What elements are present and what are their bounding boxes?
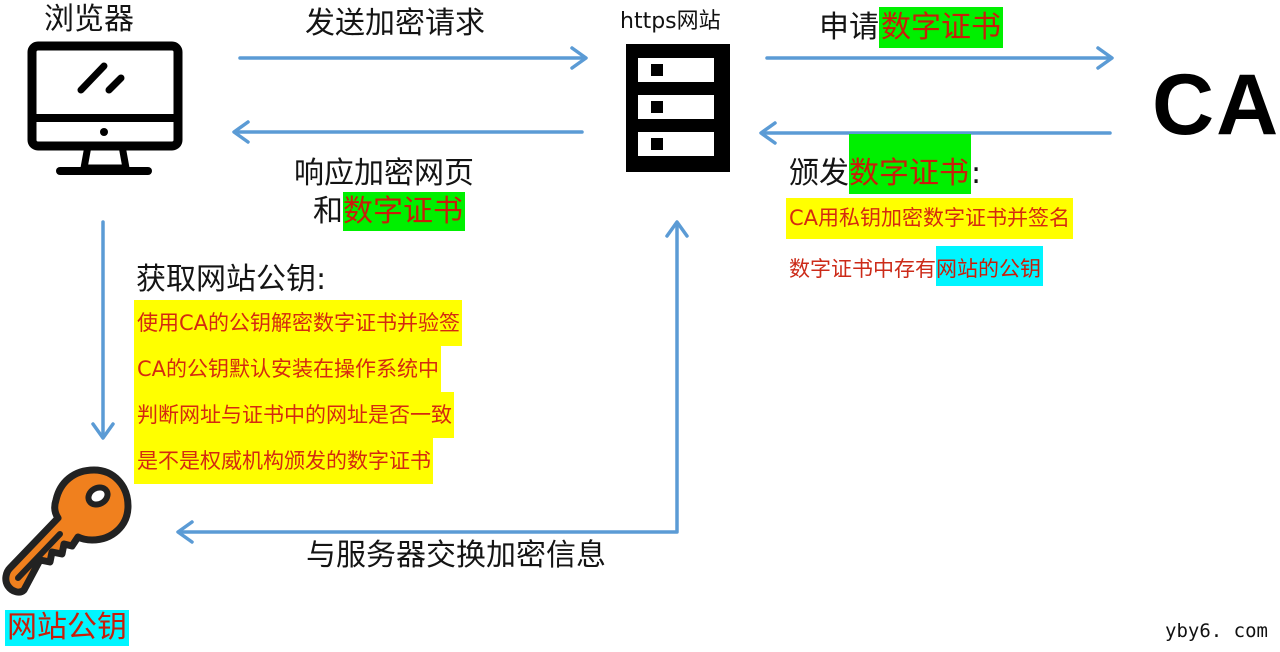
arrow-exchange <box>178 222 679 534</box>
get-key-title: 获取网站公钥: <box>136 262 327 297</box>
response-label-line2: 和数字证书 <box>313 192 465 231</box>
apply-prefix: 申请 <box>819 10 879 45</box>
exchange-label: 与服务器交换加密信息 <box>306 538 606 573</box>
ca-note-prefix: 数字证书中存有 <box>789 257 936 281</box>
server-icon <box>626 44 730 172</box>
step-decrypt-verify: 使用CA的公钥解密数字证书并验签 <box>134 300 463 346</box>
key-icon <box>2 466 132 596</box>
key-label: 网站公钥 <box>5 610 129 646</box>
ca-label: CA <box>1152 57 1280 153</box>
send-request-label: 发送加密请求 <box>305 6 485 41</box>
get-key-steps: 使用CA的公钥解密数字证书并验签 CA的公钥默认安装在操作系统中 判断网址与证书… <box>134 300 463 484</box>
apply-cert-highlight: 数字证书 <box>879 7 1003 48</box>
issue-suffix: : <box>971 156 982 191</box>
response-cert-highlight: 数字证书 <box>343 192 465 231</box>
issue-cert-label: 颁发数字证书: <box>789 134 982 194</box>
monitor-icon <box>27 41 183 175</box>
issue-prefix: 颁发 <box>789 156 849 191</box>
step-check-authority: 是不是权威机构颁发的数字证书 <box>134 438 433 484</box>
browser-label: 浏览器 <box>44 2 134 37</box>
apply-cert-label: 申请数字证书 <box>819 7 1003 48</box>
step-ca-key-installed: CA的公钥默认安装在操作系统中 <box>134 346 442 392</box>
response-label-line1: 响应加密网页 <box>294 156 474 191</box>
issue-cert-highlight: 数字证书 <box>849 134 971 194</box>
server-label: https网站 <box>620 9 721 34</box>
ca-note-highlight: 网站的公钥 <box>936 246 1043 286</box>
ca-note-pubkey: 数字证书中存有网站的公钥 <box>789 246 1043 286</box>
watermark: yby6. com <box>1165 620 1268 642</box>
ca-note-sign: CA用私钥加密数字证书并签名 <box>786 198 1074 239</box>
step-check-url: 判断网址与证书中的网址是否一致 <box>134 392 454 438</box>
response-and: 和 <box>313 194 343 229</box>
